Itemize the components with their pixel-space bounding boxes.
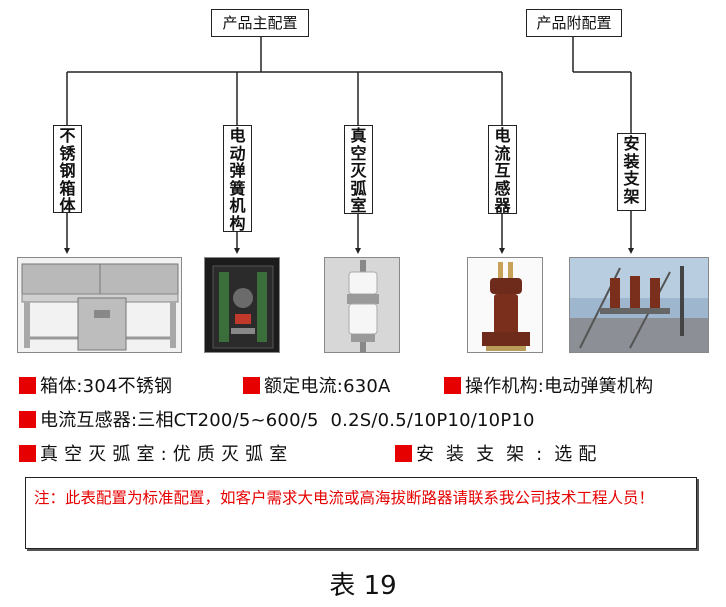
vacuum-interrupter-label: 真空灭弧室 bbox=[344, 125, 373, 214]
main-config-box: 产品主配置 bbox=[211, 9, 309, 37]
mounting-bracket-label: 安装支架 bbox=[617, 133, 646, 211]
spec-row-3-item-2: 安 装 支 架 : 选 配 bbox=[395, 440, 597, 466]
vacuum-interrupter-image bbox=[324, 257, 400, 353]
spec-row-1-item-3: 操作机构:电动弹簧机构 bbox=[444, 372, 653, 398]
spec-row-3-item-1: 真 空 灭 弧 室 : 优 质 灭 弧 室 bbox=[19, 440, 287, 466]
red-square-icon bbox=[444, 377, 461, 394]
spec-row-1-item-1: 箱体:304不锈钢 bbox=[19, 372, 172, 398]
red-square-icon bbox=[243, 377, 260, 394]
stainless-box-label: 不锈钢箱体 bbox=[53, 125, 82, 214]
red-square-icon bbox=[19, 377, 36, 394]
red-square-icon bbox=[19, 411, 36, 428]
note-box: 注：此表配置为标准配置，如客户需求大电流或高海拔断路器请联系我公司技术工程人员！ bbox=[25, 477, 697, 549]
table-caption: 表 19 bbox=[329, 571, 397, 601]
mounting-bracket-image bbox=[569, 257, 709, 353]
red-square-icon bbox=[19, 445, 36, 462]
spec-row-2-item-1: 电流互感器:三相CT200/5~600/5 0.2S/0.5/10P10/10P… bbox=[19, 406, 535, 432]
current-transformer-image bbox=[467, 257, 543, 353]
spring-mechanism-image bbox=[204, 257, 280, 353]
red-square-icon bbox=[395, 445, 412, 462]
accessory-config-box: 产品附配置 bbox=[526, 9, 622, 37]
stainless-box-image bbox=[17, 257, 182, 353]
spec-row-1-item-2: 额定电流:630A bbox=[243, 372, 391, 398]
current-transformer-label: 电流互感器 bbox=[488, 125, 517, 214]
spring-mechanism-label: 电动弹簧机构 bbox=[223, 125, 252, 232]
